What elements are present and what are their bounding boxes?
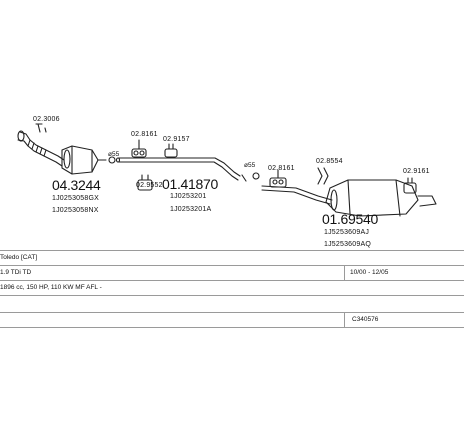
hanger-5-shape — [317, 167, 329, 185]
column-divider — [344, 313, 345, 327]
part-code-02-3006: 02.3006 — [33, 116, 60, 123]
exhaust-drawing — [17, 123, 437, 217]
hanger-4-shape — [269, 169, 287, 188]
front-pipe-shape — [17, 130, 65, 167]
part-code-02-8161-front: 02.8161 — [131, 131, 158, 138]
exhaust-system-diagram: 02.3006 04.3244 1J0253058GX 1J0253058NX … — [17, 116, 437, 248]
sensor-shape — [35, 123, 47, 133]
table-line — [0, 327, 464, 328]
kit-part-number: C340576 — [352, 316, 379, 323]
table-row-engine: 1.9 TDi TD 10/00 - 12/05 — [0, 266, 464, 280]
table-row-model: Toledo [CAT] — [0, 251, 464, 265]
part-ref-1j0253201a: 1J0253201A — [170, 206, 212, 213]
vehicle-years: 10/00 - 12/05 — [350, 269, 389, 276]
hanger-2-shape — [164, 143, 178, 158]
clamp-1-shape — [108, 156, 116, 164]
part-ref-1j5253609aq: 1J5253609AQ — [324, 241, 371, 248]
part-code-04-3244: 04.3244 — [52, 177, 101, 193]
part-code-02-9161: 02.9161 — [403, 168, 430, 175]
part-code-02-8161-rear: 02.8161 — [268, 165, 295, 172]
table-line — [0, 250, 464, 251]
vehicle-engine: 1.9 TDi TD — [0, 269, 32, 276]
clamp-size-55-front: ø55 — [108, 151, 120, 158]
table-row-spec: 1896 cc, 150 HP, 110 KW MF AFL - — [0, 281, 464, 295]
part-ref-1j0253058nx: 1J0253058NX — [52, 207, 99, 214]
hanger-1-shape — [131, 139, 147, 158]
part-ref-1j0253058gx: 1J0253058GX — [52, 195, 99, 202]
part-ref-1j5253609aj: 1J5253609AJ — [324, 229, 370, 236]
table-line — [0, 265, 464, 266]
table-line — [0, 312, 464, 313]
catalytic-converter-shape — [61, 145, 107, 175]
column-divider — [344, 266, 345, 280]
part-code-02-9552: 02.9552 — [136, 182, 163, 189]
part-ref-1j0253201: 1J0253201 — [170, 193, 207, 200]
vehicle-model: Toledo [CAT] — [0, 254, 38, 261]
table-line — [0, 295, 464, 296]
part-code-01-69540: 01.69540 — [322, 211, 378, 227]
clamp-size-55-rear: ø55 — [244, 162, 256, 169]
middle-pipe-shape — [115, 157, 247, 182]
hanger-6-shape — [403, 177, 417, 194]
rear-silencer-shape — [261, 179, 437, 217]
part-code-02-9157: 02.9157 — [163, 136, 190, 143]
hanger-3-shape — [137, 174, 153, 191]
vehicle-spec: 1896 cc, 150 HP, 110 KW MF AFL - — [0, 284, 102, 291]
part-code-01-41870: 01.41870 — [162, 176, 218, 192]
table-line — [0, 280, 464, 281]
table-row-part-number: C340576 — [0, 313, 464, 327]
clamp-2-shape — [252, 172, 260, 180]
part-code-02-8554: 02.8554 — [316, 158, 343, 165]
